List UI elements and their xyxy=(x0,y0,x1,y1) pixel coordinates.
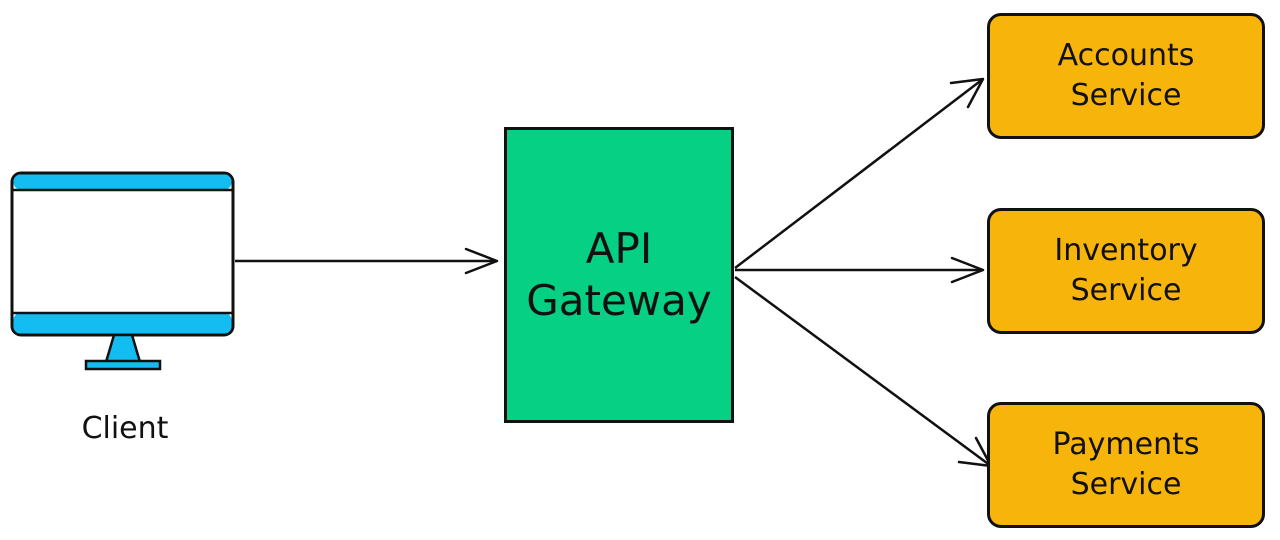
monitor-base xyxy=(84,359,162,371)
monitor-bottom-bar xyxy=(13,313,232,334)
gateway-label-line1: API xyxy=(585,223,653,273)
accounts-service-label-line1: Accounts xyxy=(1057,37,1195,73)
inventory-service-label-line2: Service xyxy=(1070,273,1182,308)
inventory-service-box: Inventory Service xyxy=(987,208,1265,334)
inventory-service-label-line1: Inventory xyxy=(1054,232,1198,268)
arrow-client-to-gateway xyxy=(235,247,499,275)
arrow-gateway-to-accounts xyxy=(734,77,985,269)
monitor-icon xyxy=(10,171,235,371)
accounts-service-box: Accounts Service xyxy=(987,13,1265,139)
client-label: Client xyxy=(81,411,169,446)
gateway-label-line2: Gateway xyxy=(526,276,712,325)
payments-service-box: Payments Service xyxy=(987,402,1265,528)
api-gateway-box: API Gateway xyxy=(504,127,734,423)
arrow-gateway-to-inventory xyxy=(735,256,985,284)
accounts-service-label-line2: Service xyxy=(1070,78,1182,113)
monitor-top-bar xyxy=(13,174,232,190)
payments-service-label-line1: Payments xyxy=(1052,426,1200,462)
monitor-stand xyxy=(104,333,142,364)
monitor-screen xyxy=(10,171,235,337)
arrow-gateway-to-payments xyxy=(734,275,993,468)
payments-service-label-line2: Service xyxy=(1070,467,1182,502)
